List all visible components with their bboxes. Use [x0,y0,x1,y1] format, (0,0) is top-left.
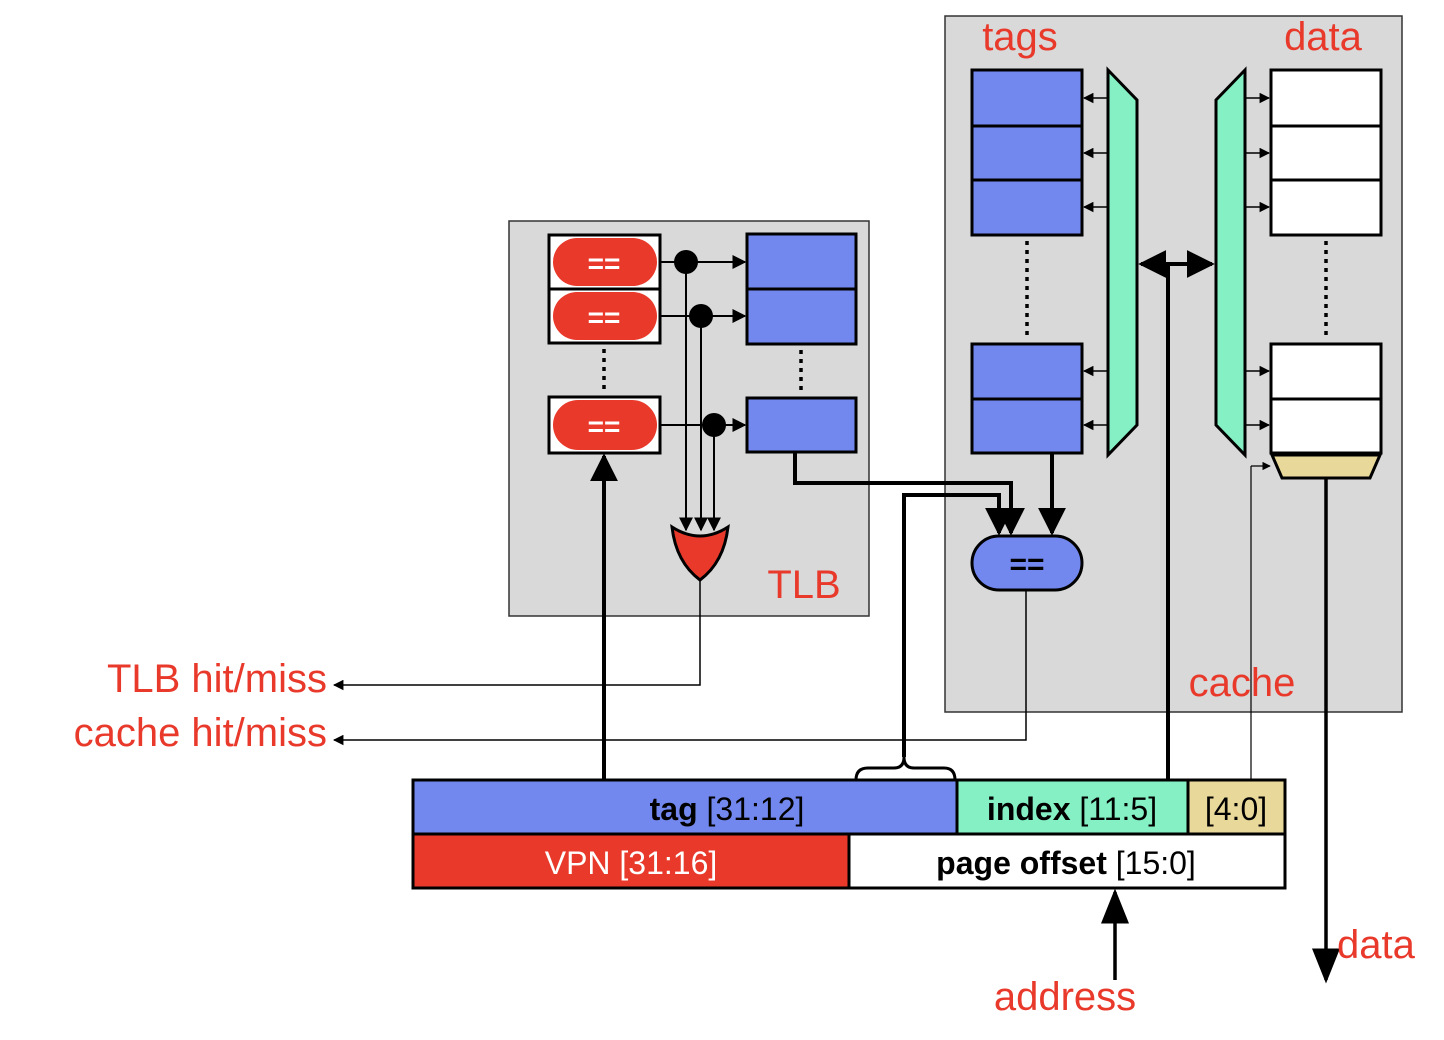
tlb-comparator-label: == [588,248,621,279]
junction-dot [702,413,726,437]
svg-text:tag [31:12]: tag [31:12] [650,791,805,827]
data-output-label: data [1337,923,1416,967]
address-index-field: index [11:5] [955,778,1190,836]
tlb-or-gate [670,524,730,582]
tlb-comparator-label: == [588,302,621,333]
tlb-label: TLB [767,563,840,607]
index-field-name: index [987,791,1071,827]
junction-dot [689,304,713,328]
address-label: address [994,975,1136,1019]
cache-comparator [970,534,1084,592]
address-page-offset-field: page offset [15:0] [847,832,1287,890]
svg-text:page offset [15:0]: page offset [15:0] [936,845,1196,881]
compare-wires [590,452,1066,780]
junction-dot [674,250,698,274]
offset-field-range: [4:0] [1205,791,1267,827]
wordline-arrows [1082,92,1271,431]
block-offset-mux [1269,453,1383,480]
cache-comparator-label: == [1009,548,1044,581]
tag-decoder [1106,66,1139,459]
tlb-comparator-1: == [547,233,662,291]
tag-field-range: [31:12] [698,791,805,827]
data-decoder [1214,66,1247,459]
page-offset-range: [15:0] [1107,845,1196,881]
tlb-hit-miss-label: TLB hit/miss [107,657,327,701]
svg-text:index [11:5]: index [11:5] [987,791,1157,827]
tlb-comparator-2: == [547,287,662,345]
tlb-entry-3 [745,396,858,454]
address-vpn-field: VPN [31:16] [411,832,851,890]
tags-label: tags [982,15,1058,59]
tag-field-name: tag [650,791,698,827]
cache-hit-miss-label: cache hit/miss [74,711,327,755]
data-array [1269,68,1383,455]
address-offset-field: [4:0] [1186,778,1287,836]
data-array-label: data [1284,15,1363,59]
vpn-field-label: VPN [31:16] [545,845,718,881]
page-offset-name: page offset [936,845,1107,881]
index-field-range: [11:5] [1071,791,1158,827]
tlb-entry-1 [745,232,858,291]
address-tag-field: tag [31:12] [411,778,959,836]
tag-array [970,68,1084,455]
tlb-entry-2 [745,287,858,346]
tag-brace [854,756,957,781]
hit-miss-wires [332,580,1027,746]
tlb-comparator-3: == [547,395,662,455]
index-bus [1138,250,1215,782]
cache-label: cache [1189,661,1296,705]
tlb-comparator-label: == [588,411,621,442]
